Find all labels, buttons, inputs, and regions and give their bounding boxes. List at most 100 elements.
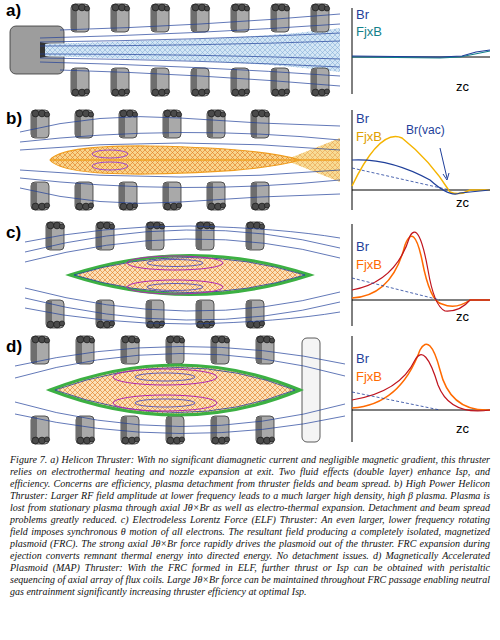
coil bbox=[191, 68, 210, 96]
coil bbox=[163, 110, 182, 138]
coil bbox=[211, 416, 230, 444]
coil bbox=[207, 182, 226, 210]
axis-label: zc bbox=[456, 422, 469, 435]
current-loop bbox=[147, 284, 203, 291]
panel-letter: b) bbox=[6, 110, 22, 127]
force-curve bbox=[352, 137, 490, 194]
field-line bbox=[25, 308, 340, 324]
coil bbox=[75, 182, 94, 210]
field-line bbox=[25, 239, 340, 262]
arrow-head bbox=[443, 173, 449, 180]
axis-label: FjxB bbox=[356, 25, 382, 38]
axis-label: Br bbox=[356, 8, 369, 21]
coil bbox=[246, 300, 265, 328]
panel-letter: d) bbox=[6, 338, 22, 355]
plasmoid bbox=[70, 256, 310, 295]
axis-label: zc bbox=[456, 196, 469, 209]
coil bbox=[31, 110, 50, 138]
plot-axes bbox=[352, 8, 490, 442]
force-curve bbox=[352, 236, 490, 306]
field-line bbox=[60, 14, 340, 30]
coil bbox=[151, 68, 170, 96]
coil bbox=[231, 4, 250, 32]
coil bbox=[311, 4, 330, 32]
axis bbox=[352, 8, 353, 94]
field-lines bbox=[25, 226, 340, 324]
field-line bbox=[20, 117, 340, 132]
panel-letter: a) bbox=[6, 2, 21, 19]
plasma-hatch bbox=[45, 28, 340, 72]
coil bbox=[207, 110, 226, 138]
coil-unpowered bbox=[302, 338, 320, 442]
thruster-illustration bbox=[0, 0, 500, 450]
br-vac-curve bbox=[352, 278, 440, 300]
br-curve bbox=[352, 50, 490, 57]
field-line bbox=[25, 230, 340, 252]
coil bbox=[71, 4, 90, 32]
field-line bbox=[40, 41, 340, 46]
separatrix-inner bbox=[55, 368, 295, 413]
callout-label: Br(vac) bbox=[406, 124, 445, 136]
current-loop bbox=[92, 162, 128, 170]
coil bbox=[151, 4, 170, 32]
coil bbox=[166, 416, 185, 444]
separatrix bbox=[70, 256, 310, 295]
field-line bbox=[40, 24, 340, 38]
field-lines bbox=[15, 346, 345, 433]
plasmoid-hatch bbox=[50, 365, 300, 415]
coil bbox=[246, 222, 265, 250]
current-loop bbox=[113, 395, 217, 411]
panel-letter: c) bbox=[6, 224, 21, 241]
coil bbox=[76, 416, 95, 444]
br-vac-curve bbox=[352, 168, 450, 190]
plasmoid bbox=[50, 365, 300, 415]
separatrix-inner bbox=[74, 258, 305, 293]
axis-label: FjxB bbox=[356, 370, 382, 383]
plasmoid-hatch bbox=[70, 256, 310, 295]
separatrix bbox=[50, 365, 300, 415]
coil bbox=[71, 68, 90, 96]
current-loop bbox=[92, 150, 128, 158]
field-line bbox=[15, 346, 345, 366]
current-loop bbox=[135, 399, 195, 407]
field-line bbox=[20, 178, 340, 188]
coil bbox=[75, 110, 94, 138]
field-lines bbox=[40, 14, 340, 86]
field-line bbox=[60, 70, 340, 86]
figure-caption: Figure 7. a) Helicon Thruster: With no s… bbox=[10, 454, 490, 598]
axis-label: FjxB bbox=[356, 130, 382, 143]
plot-curves bbox=[352, 50, 490, 411]
coil bbox=[163, 182, 182, 210]
field-line bbox=[25, 226, 340, 242]
coil bbox=[191, 4, 210, 32]
field-line bbox=[15, 414, 345, 434]
current-loop bbox=[147, 260, 203, 267]
coil bbox=[311, 68, 330, 96]
br-vac-curve bbox=[352, 392, 440, 410]
field-line bbox=[40, 62, 340, 76]
axis-label: Br bbox=[356, 240, 369, 253]
field-line bbox=[20, 132, 340, 142]
field-line bbox=[15, 402, 345, 427]
axis-label: FjxB bbox=[356, 258, 382, 271]
coil bbox=[31, 182, 50, 210]
axis-label: zc bbox=[456, 310, 469, 323]
current-loop bbox=[127, 280, 223, 294]
current-loop bbox=[127, 256, 223, 270]
coil bbox=[231, 68, 250, 96]
force-curve bbox=[352, 51, 490, 58]
axis-label: Br bbox=[356, 112, 369, 125]
field-line bbox=[20, 170, 340, 177]
coil bbox=[31, 416, 50, 444]
field-line bbox=[20, 188, 340, 203]
coil bbox=[121, 416, 140, 444]
axis-label: Br bbox=[356, 352, 369, 365]
axis bbox=[352, 224, 353, 326]
field-line bbox=[20, 143, 340, 150]
callout-arrow bbox=[440, 148, 447, 178]
field-line bbox=[25, 298, 340, 320]
br-curve bbox=[352, 355, 490, 411]
br-curve bbox=[352, 160, 490, 194]
axis-label: zc bbox=[456, 80, 469, 93]
